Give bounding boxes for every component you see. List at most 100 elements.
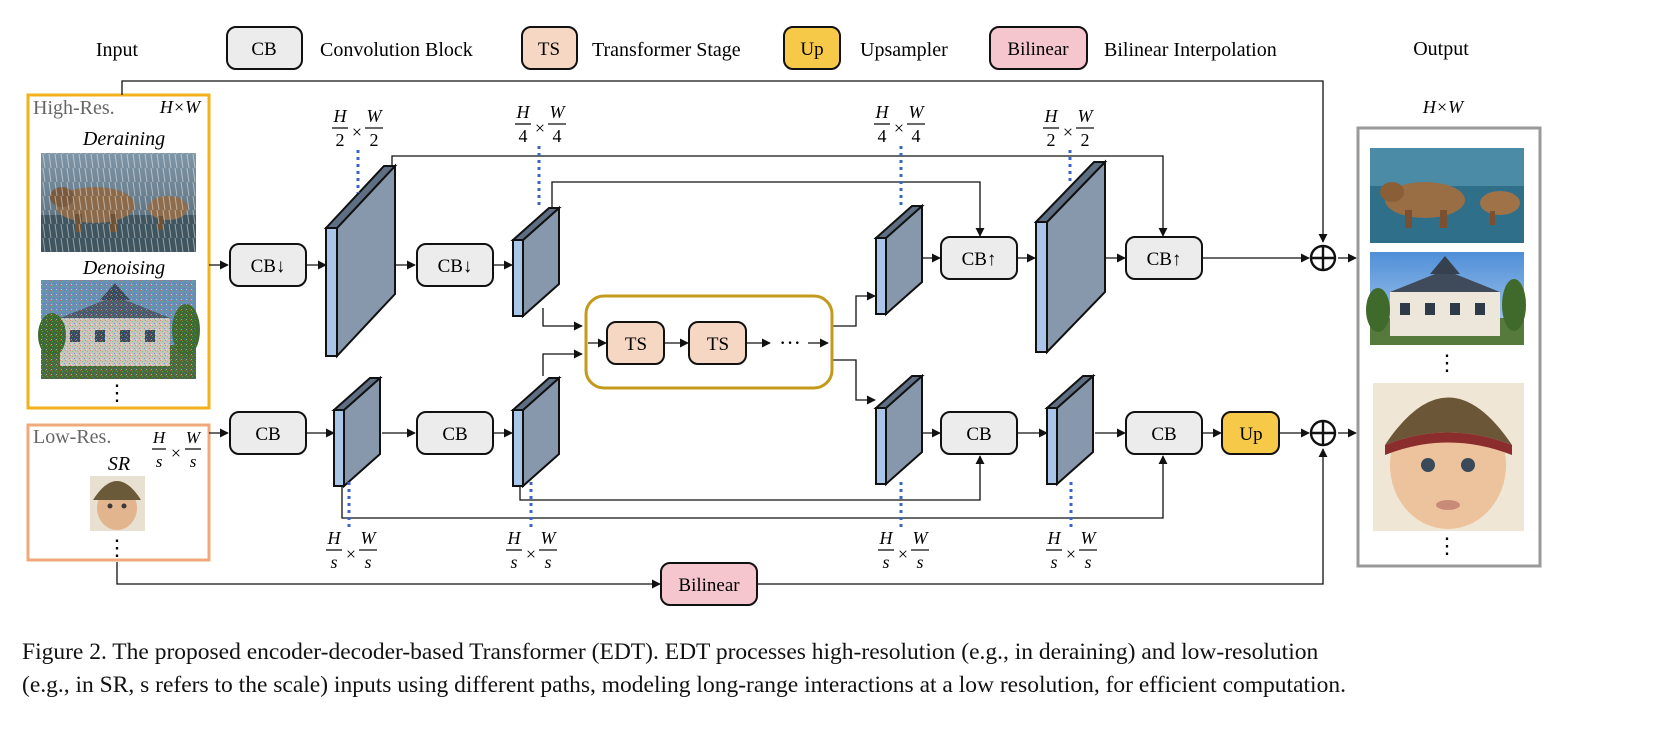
dim-denominator: 2 bbox=[1047, 130, 1056, 150]
high-res-size: H×W bbox=[159, 97, 202, 117]
cb-up-block-2 bbox=[1125, 236, 1203, 280]
dim-label-h2-encoder: H 2 ×W 2 bbox=[332, 106, 384, 150]
dim-denominator: s bbox=[1050, 552, 1057, 572]
denoising-image bbox=[38, 280, 200, 379]
legend-bilinear-badge bbox=[989, 26, 1088, 70]
dim-label-low-2: Hs×Ws bbox=[506, 528, 558, 572]
cb-label-low-2: CB bbox=[442, 424, 467, 445]
dim-denominator: 4 bbox=[878, 126, 887, 146]
dim-denominator: 4 bbox=[912, 126, 921, 146]
legend-cb-badge-text: CB bbox=[251, 39, 276, 60]
feature-map-h4-decoder bbox=[873, 203, 925, 317]
dim-numerator-h: H bbox=[879, 528, 894, 548]
dim-numerator-h: H bbox=[516, 102, 531, 122]
cb-label-low-1: CB bbox=[255, 424, 280, 445]
connections bbox=[116, 80, 1357, 589]
legend: Input CB Convolution Block TS Transforme… bbox=[96, 26, 1469, 70]
task-deraining: Deraining bbox=[82, 128, 165, 150]
dim-label-low-1: Hs×Ws bbox=[326, 528, 378, 572]
cb-label-low-3: CB bbox=[966, 424, 991, 445]
task-sr: SR bbox=[108, 453, 130, 475]
figure-caption: Figure 2. The proposed encoder-decoder-b… bbox=[22, 636, 1642, 702]
ts-ellipsis: ··· bbox=[779, 330, 801, 355]
dim-denominator: s bbox=[364, 552, 371, 572]
output-size: H×W bbox=[1422, 97, 1465, 117]
dim-numerator-w: W bbox=[1078, 106, 1095, 126]
legend-bilinear-text: Bilinear Interpolation bbox=[1104, 39, 1277, 61]
legend-up-badge bbox=[783, 26, 841, 70]
dim-times: × bbox=[1063, 122, 1073, 142]
dim-label-h4-encoder: H4×W4 bbox=[515, 102, 567, 146]
dim-label-h4-decoder: H4×W4 bbox=[874, 102, 926, 146]
cb-label-low-4: CB bbox=[1151, 424, 1176, 445]
bilinear-block bbox=[660, 562, 758, 606]
feature-maps bbox=[323, 159, 1108, 489]
ts-block-2 bbox=[688, 321, 747, 365]
sr-baby-image bbox=[90, 476, 145, 531]
feature-map-h4-encoder bbox=[510, 205, 562, 319]
svg-text:s: s bbox=[156, 452, 163, 471]
dim-denominator: s bbox=[916, 552, 923, 572]
edt-diagram: Input CB Convolution Block TS Transforme… bbox=[26, 26, 1542, 606]
global-skip-high-res bbox=[121, 80, 1328, 243]
feature-map-low-2 bbox=[510, 375, 562, 489]
upsampler-label: Up bbox=[1239, 424, 1262, 445]
svg-text:×: × bbox=[171, 443, 181, 463]
cb-block-low-2 bbox=[416, 411, 494, 455]
dim-denominator: 2 bbox=[1081, 130, 1090, 150]
ts-block-1 bbox=[606, 321, 665, 365]
sum-node-low-res bbox=[1309, 419, 1337, 447]
dim-guides bbox=[347, 146, 1073, 531]
svg-text:H: H bbox=[152, 428, 167, 447]
low-res-label: Low-Res. bbox=[33, 426, 111, 448]
ts-label-2: TS bbox=[707, 334, 729, 355]
dim-numerator-w: W bbox=[367, 106, 384, 126]
dim-denominator: s bbox=[510, 552, 517, 572]
ts-label-1: TS bbox=[625, 334, 647, 355]
feature-map-h2-encoder bbox=[323, 163, 398, 359]
dim-numerator-h: H bbox=[333, 106, 348, 126]
svg-text:W: W bbox=[186, 428, 202, 447]
cb-down-block-1 bbox=[229, 243, 307, 287]
legend-ts-text: Transformer Stage bbox=[592, 39, 741, 61]
caption-line-1: Figure 2. The proposed encoder-decoder-b… bbox=[22, 639, 1319, 665]
transformer-group bbox=[584, 294, 834, 390]
dim-denominator: 2 bbox=[336, 130, 345, 150]
cb-down-label-1: CB↓ bbox=[251, 256, 286, 277]
upsampler-block bbox=[1221, 411, 1280, 455]
cb-up-label-1: CB↑ bbox=[962, 249, 997, 270]
dim-numerator-h: H bbox=[1047, 528, 1062, 548]
svg-text:s: s bbox=[190, 452, 197, 471]
legend-up-badge-text: Up bbox=[800, 39, 823, 60]
dim-numerator-w: W bbox=[909, 102, 926, 122]
feature-map-low-3 bbox=[873, 373, 925, 487]
feature-map-h2-decoder bbox=[1033, 159, 1108, 355]
deraining-image bbox=[41, 153, 196, 252]
high-res-input-panel: High-Res. H×W Deraining Denoising bbox=[26, 93, 211, 410]
cb-down-block-2 bbox=[416, 243, 494, 287]
dim-denominator: s bbox=[544, 552, 551, 572]
dim-times: × bbox=[352, 122, 362, 142]
dim-numerator-h: H bbox=[327, 528, 342, 548]
dim-label-low-4: Hs×Ws bbox=[1046, 528, 1098, 572]
dim-times: × bbox=[894, 118, 904, 138]
cb-up-label-2: CB↑ bbox=[1147, 249, 1182, 270]
dim-times: × bbox=[526, 544, 536, 564]
dim-numerator-w: W bbox=[913, 528, 930, 548]
dim-times: × bbox=[1066, 544, 1076, 564]
output-panel: H×W ⋮ bbox=[1356, 97, 1542, 568]
cb-block-low-4 bbox=[1125, 411, 1203, 455]
cb-block-low-1 bbox=[229, 411, 307, 455]
dim-times: × bbox=[346, 544, 356, 564]
output-castle-image bbox=[1366, 252, 1526, 345]
task-denoising: Denoising bbox=[82, 257, 165, 279]
dim-label-low-3: Hs×Ws bbox=[878, 528, 930, 572]
cb-up-block-1 bbox=[940, 236, 1018, 280]
dim-denominator: 4 bbox=[519, 126, 528, 146]
dim-times: × bbox=[898, 544, 908, 564]
feature-map-low-4 bbox=[1044, 373, 1096, 487]
output-label: Output bbox=[1413, 38, 1469, 60]
dim-numerator-w: W bbox=[1081, 528, 1098, 548]
dim-denominator: 2 bbox=[370, 130, 379, 150]
output-bear-image bbox=[1370, 148, 1524, 243]
